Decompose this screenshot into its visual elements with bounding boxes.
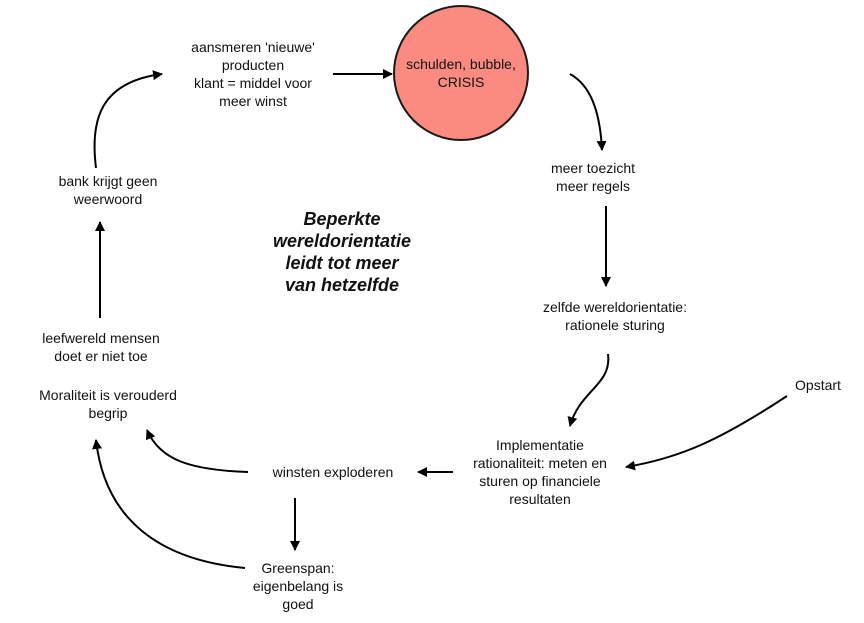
node-profits: winsten exploderen [273, 463, 394, 481]
node-implementation-line: rationaliteit: meten en [473, 455, 607, 471]
node-morality-line: Moraliteit is verouderd [39, 387, 177, 403]
node-lifeworld: leefwereld mensen doet er niet toe [42, 329, 160, 365]
node-same-orientation-line: rationele sturing [565, 317, 665, 333]
node-start-line: Opstart [795, 377, 841, 393]
node-implementation-line: Implementatie [496, 437, 584, 453]
node-greenspan-line: goed [282, 596, 314, 612]
edge-start-to-implementation [625, 395, 788, 471]
node-crisis-line: schulden, bubble, [406, 56, 516, 72]
edge-bank-to-products [93, 70, 163, 169]
center-title-line: wereldorientatie [272, 231, 412, 251]
node-products-line: klant = middel voor [194, 75, 312, 91]
node-morality: Moraliteit is verouderd begrip [39, 386, 177, 422]
node-oversight-line: meer toezicht [550, 160, 636, 176]
center-title-line: van hetzelfde [284, 275, 400, 295]
node-greenspan-line: eigenbelang is [252, 578, 344, 594]
edge-same-orientation-to-implementation [567, 353, 610, 427]
node-implementation: Implementatie rationaliteit: meten en st… [473, 436, 607, 508]
edge-greenspan-to-morality [92, 439, 246, 569]
node-bank: bank krijgt geen weerwoord [59, 172, 158, 208]
node-implementation-line: resultaten [509, 491, 571, 507]
node-same-orientation-line: zelfde wereldorientatie: [543, 299, 687, 315]
node-same-orientation: zelfde wereldorientatie: rationele sturi… [543, 298, 687, 334]
node-crisis: schulden, bubble, CRISIS [393, 5, 529, 141]
center-title-line: leidt tot meer [285, 253, 399, 273]
node-products: aansmeren 'nieuwe' producten klant = mid… [191, 38, 315, 110]
edge-profits-to-morality [145, 429, 249, 473]
node-implementation-line: sturen op financiele [479, 473, 601, 489]
node-lifeworld-line: doet er niet toe [54, 348, 148, 364]
center-title: Beperkte wereldorientatie leidt tot meer… [273, 208, 411, 296]
center-title-line: Beperkte [303, 209, 381, 229]
node-greenspan: Greenspan: eigenbelang is goed [253, 559, 343, 613]
node-start: Opstart [795, 376, 841, 394]
node-lifeworld-line: leefwereld mensen [42, 330, 160, 346]
node-bank-line: weerwoord [73, 191, 143, 207]
node-profits-line: winsten exploderen [272, 464, 394, 480]
node-products-line: producten [221, 57, 285, 73]
node-bank-line: bank krijgt geen [58, 173, 158, 189]
node-greenspan-line: Greenspan: [261, 560, 335, 576]
node-products-line: meer winst [219, 93, 287, 109]
node-products-line: aansmeren 'nieuwe' [191, 39, 315, 55]
node-oversight-line: meer regels [556, 178, 630, 194]
node-morality-line: begrip [88, 405, 128, 421]
node-crisis-line: CRISIS [437, 74, 485, 90]
edge-crisis-to-oversight [569, 73, 607, 151]
node-oversight: meer toezicht meer regels [551, 159, 635, 195]
